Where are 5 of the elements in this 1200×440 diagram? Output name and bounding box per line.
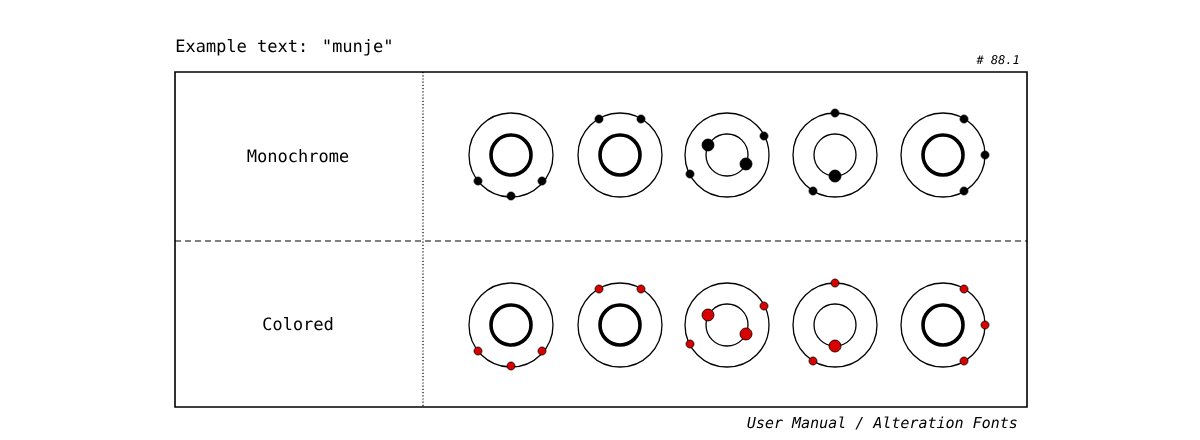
- heading: Example text: "munje": [176, 39, 391, 56]
- caption: User Manual / Alteration Fonts: [747, 416, 1017, 430]
- figure-number: # 88.1: [976, 55, 1019, 65]
- row-label: Colored: [263, 317, 333, 331]
- row-label: Monochrome: [247, 149, 349, 163]
